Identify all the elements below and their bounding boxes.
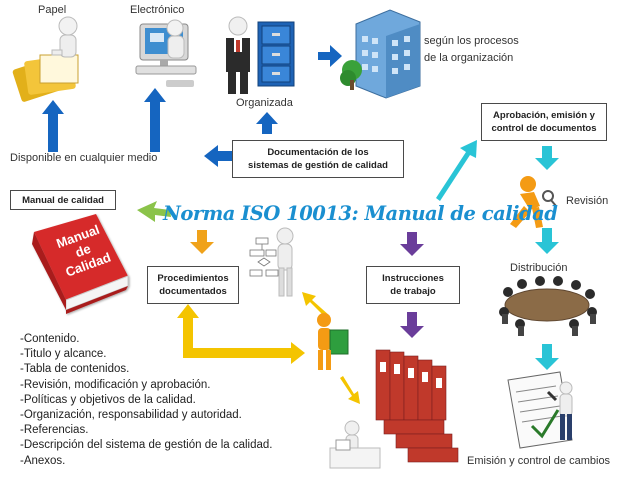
flowchart-person-icon	[249, 227, 294, 297]
box-instrucciones-line1: Instrucciones	[382, 273, 444, 284]
box-aprobacion-line1: Aprobación, emisión y	[493, 110, 595, 121]
box-manual-label: Manual de calidad	[22, 194, 104, 206]
label-segun: según los procesos	[424, 35, 519, 47]
arrow-down-distribucion	[535, 228, 559, 254]
label-emision-control: Emisión y control de cambios	[467, 455, 611, 467]
diagram-title: Norma ISO 10013: Manual de calidad	[163, 202, 558, 225]
box-documentacion-line1: Documentación de los	[267, 147, 369, 158]
binders-stack-icon	[375, 349, 459, 463]
arrow-up-papel	[42, 100, 64, 152]
orange-person-icon	[317, 313, 349, 370]
desk-person-icon	[329, 420, 381, 469]
box-instrucciones-line2: de trabajo	[390, 286, 436, 297]
label-papel: Papel	[38, 4, 67, 16]
arrow-to-aprobacion	[436, 140, 477, 201]
contents-item: -Organización, responsabilidad y autorid…	[20, 409, 242, 422]
box-aprobacion-line2: control de documentos	[491, 123, 597, 134]
computer-icon	[135, 19, 197, 87]
contents-item: -Anexos.	[20, 454, 66, 467]
arrow-down-revision	[535, 146, 559, 170]
contents-list: -Contenido. -Titulo y alcance. -Tabla de…	[20, 332, 273, 469]
manual-book-icon	[32, 214, 129, 314]
arrow-yellow-procedimientos	[177, 304, 305, 364]
paper-folder-icon	[12, 16, 79, 102]
contents-item: -Revisión, modificación y aprobación.	[20, 378, 211, 391]
arrow-down-instrucciones	[400, 232, 424, 256]
label-organizacion: de la organización	[424, 52, 514, 64]
arrow-down-procedimientos	[190, 230, 214, 254]
label-organizada: Organizada	[236, 97, 293, 109]
arrow-left-disponible	[204, 145, 232, 167]
contents-item: -Tabla de contenidos.	[20, 363, 130, 376]
label-disponible: Disponible en cualquier medio	[10, 152, 158, 164]
box-documentacion: Documentación de los sistemas de gestión…	[232, 140, 404, 178]
box-aprobacion: Aprobación, emisión y control de documen…	[481, 103, 607, 141]
document-pen-icon	[507, 371, 573, 449]
box-instrucciones: Instrucciones de trabajo	[366, 266, 460, 304]
building-icon	[340, 9, 421, 99]
businessman-filing-icon	[226, 16, 295, 94]
contents-item: -Referencias.	[20, 424, 89, 437]
contents-item: -Contenido.	[20, 333, 80, 345]
arrow-to-manual	[137, 201, 171, 222]
contents-item: -Titulo y alcance.	[20, 348, 107, 361]
box-documentacion-line2: sistemas de gestión de calidad	[248, 160, 388, 171]
orange-reviewer-icon	[510, 176, 557, 228]
arrow-to-building	[318, 45, 342, 67]
contents-item: -Políticas y objetivos de la calidad.	[20, 393, 196, 406]
arrow-up-electronico	[144, 88, 166, 152]
box-manual: Manual de calidad	[10, 190, 116, 210]
label-electronico: Electrónico	[130, 4, 185, 16]
label-distribucion: Distribución	[510, 262, 568, 274]
arrow-down-emision	[535, 344, 559, 370]
arrow-down-binders	[400, 312, 424, 338]
label-revision: Revisión	[566, 195, 609, 207]
box-procedimientos-line1: Procedimientos	[157, 273, 229, 284]
box-procedimientos-line2: documentados	[159, 286, 227, 297]
contents-item: -Descripción del sistema de gestión de l…	[20, 439, 273, 452]
box-procedimientos: Procedimientos documentados	[147, 266, 239, 304]
arrow-yellow-up	[302, 292, 330, 319]
arrow-up-organizada	[256, 112, 278, 134]
meeting-table-icon	[499, 276, 597, 336]
arrow-yellow-down	[340, 376, 360, 404]
